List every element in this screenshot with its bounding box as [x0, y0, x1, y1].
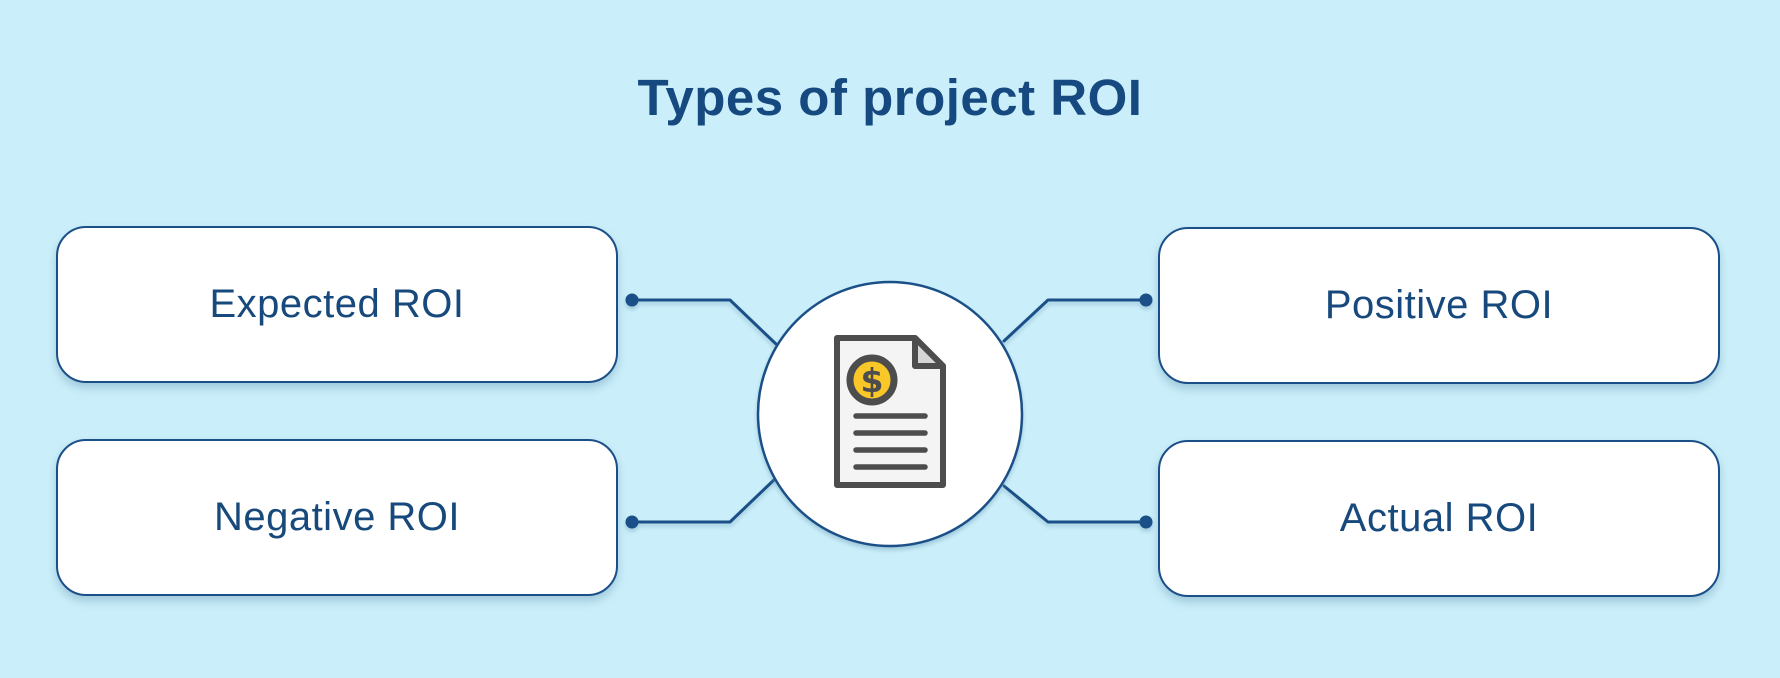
document-fold-corner-icon [912, 335, 946, 369]
connector-line-top-right [1002, 298, 1148, 343]
node-box-expected-roi: Expected ROI [56, 226, 618, 383]
connector-dot-bottom-right [1139, 515, 1153, 529]
node-label: Negative ROI [213, 495, 461, 539]
node-label: Actual ROI [1339, 496, 1539, 540]
connector-line-bottom-left [630, 476, 778, 524]
invoice-document-with-dollar-coin-icon: $ [834, 335, 946, 488]
connector-layer [625, 293, 1153, 529]
node-box-positive-roi: Positive ROI [1158, 227, 1720, 384]
node-box-negative-roi: Negative ROI [56, 439, 618, 596]
node-label: Positive ROI [1324, 283, 1554, 327]
connector-line-top-left [630, 298, 778, 346]
dollar-sign-glyph: $ [861, 361, 884, 400]
node-box-actual-roi: Actual ROI [1158, 440, 1720, 597]
dollar-coin-icon [846, 354, 898, 406]
connector-dot-bottom-left [625, 515, 639, 529]
node-label: Expected ROI [209, 282, 465, 326]
page-title: Types of project ROI [637, 69, 1143, 126]
connector-line-bottom-right [1002, 484, 1148, 524]
connector-dot-top-right [1139, 293, 1153, 307]
connector-dot-top-left [625, 293, 639, 307]
